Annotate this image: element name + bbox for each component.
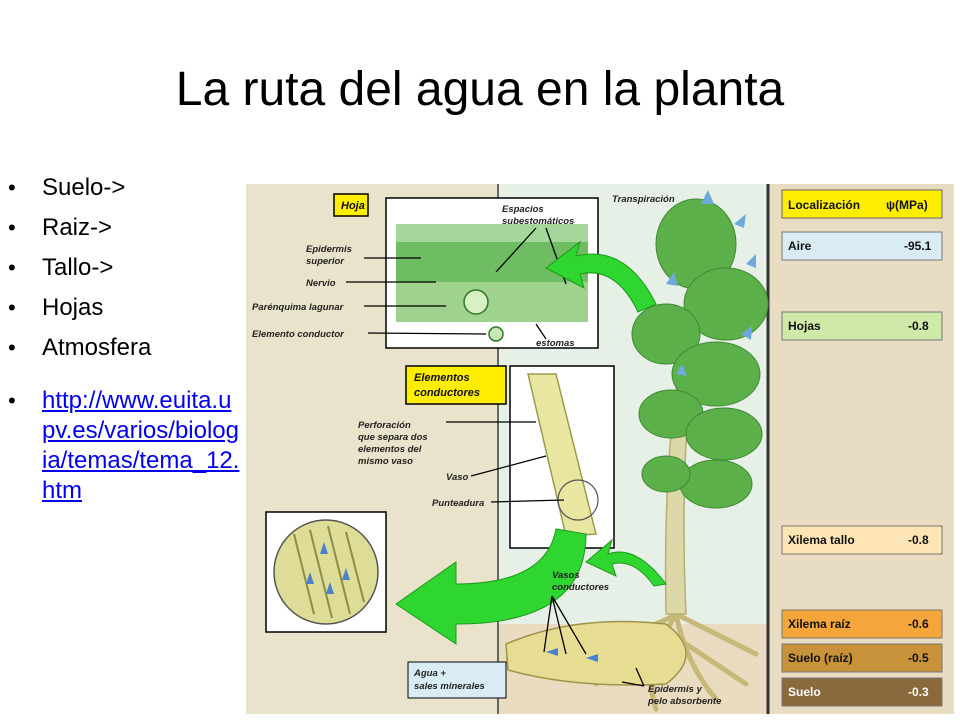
- elementos-label-2: conductores: [414, 387, 480, 399]
- source-link[interactable]: http://www.euita.upv.es/varios/biologia/…: [42, 387, 240, 504]
- conducting-element: [488, 326, 504, 342]
- epidermis-y-label: Epidermis y: [648, 684, 703, 695]
- table-header-location: Localización: [788, 198, 860, 212]
- row-xilema-tallo-location: Xilema tallo: [788, 533, 855, 547]
- row-suelo-raiz: [781, 643, 943, 673]
- nervio-label: Nervio: [306, 278, 336, 289]
- row-xilema-tallo: [781, 525, 943, 555]
- table-header: [781, 189, 943, 219]
- root-water-arrows: [546, 648, 598, 662]
- row-hojas-location: Hojas: [788, 319, 821, 333]
- figure-svg: Hoja Espacios subestomáticos Transpiraci…: [246, 184, 954, 714]
- upper-epidermis: [396, 224, 588, 242]
- parenquima-label: Parénquima lagunar: [252, 302, 345, 313]
- hoja-label: Hoja: [341, 200, 365, 212]
- vessel-drawing: [527, 373, 597, 537]
- vein: [463, 289, 489, 315]
- bullet-hojas: Hojas: [8, 288, 240, 328]
- elementos-label-1: Elementos: [414, 372, 470, 384]
- row-suelo: [781, 677, 943, 707]
- bullet-link: http://www.euita.upv.es/varios/biologia/…: [8, 386, 240, 506]
- epidermis-label-2: superior: [306, 256, 345, 267]
- xylem-strands: [293, 525, 365, 619]
- vaso-label: Vaso: [446, 472, 469, 483]
- perforacion-label-2: que separa dos: [358, 432, 428, 443]
- root-section: [505, 620, 687, 686]
- pelo-label: pelo absorbente: [647, 696, 722, 707]
- root-pointer-lines: [543, 595, 645, 687]
- agua-label-box: [407, 661, 507, 699]
- potential-table: Localización ψ(MPa) Aire -95.1 Hojas -0.…: [781, 189, 943, 707]
- bullet-raiz: Raiz->: [8, 208, 240, 248]
- bullet-tallo: Tallo->: [8, 248, 240, 288]
- row-aire: [781, 231, 943, 261]
- estomas-label: estomas: [536, 338, 575, 349]
- bullet-atmosfera: Atmosfera: [8, 328, 240, 368]
- bullet-suelo: Suelo->: [8, 168, 240, 208]
- row-hojas: [781, 311, 943, 341]
- row-suelo-raiz-value: -0.5: [908, 651, 929, 665]
- table-header-psi: ψ(MPa): [886, 198, 928, 212]
- row-aire-location: Aire: [788, 239, 812, 253]
- perforacion-label-3: elementos del: [358, 444, 422, 455]
- punteadura-label: Punteadura: [432, 498, 484, 509]
- xylem-water-arrows: [306, 542, 350, 594]
- row-suelo-raiz-location: Suelo (raíz): [788, 651, 853, 665]
- agua-label-1: Agua +: [413, 668, 446, 679]
- arrow-to-xylem-detail: [395, 528, 587, 645]
- water-path-figure: Hoja Espacios subestomáticos Transpiraci…: [246, 184, 954, 714]
- slide-title: La ruta del agua en la planta: [175, 63, 785, 116]
- vasos-label-1: Vasos: [552, 570, 580, 581]
- elemento-conductor-label: Elemento conductor: [252, 329, 345, 340]
- row-xilema-tallo-value: -0.8: [908, 533, 929, 547]
- elementos-label-box: [405, 365, 507, 405]
- espacios-label-2: subestomáticos: [502, 216, 574, 227]
- agua-label-2: sales minerales: [414, 681, 485, 692]
- vasos-label-2: conductores: [552, 582, 609, 593]
- epidermis-label-1: Epidermis: [306, 244, 352, 255]
- transpiracion-label: Transpiración: [612, 194, 675, 205]
- hoja-label-box: [333, 193, 369, 217]
- transpiration-arrows: [666, 190, 756, 376]
- arrow-to-vessel: [585, 538, 667, 587]
- row-suelo-value: -0.3: [908, 685, 929, 699]
- row-hojas-value: -0.8: [908, 319, 929, 333]
- xylem-circle: [273, 519, 379, 625]
- row-suelo-location: Suelo: [788, 685, 821, 699]
- row-aire-value: -95.1: [904, 239, 932, 253]
- row-xilema-raiz-location: Xilema raíz: [788, 617, 851, 631]
- spongy-layer: [396, 282, 588, 322]
- row-xilema-raiz-value: -0.6: [908, 617, 929, 631]
- plant-foliage: [631, 198, 769, 509]
- vessel-pointer-lines: [446, 421, 565, 503]
- perforacion-label-4: mismo vaso: [358, 456, 413, 467]
- espacios-label-1: Espacios: [502, 204, 544, 215]
- perforacion-label-1: Perforación: [358, 420, 411, 431]
- bullet-list: Suelo-> Raiz-> Tallo-> Hojas Atmosfera h…: [8, 168, 240, 506]
- leaf-pointer-lines: [346, 227, 567, 340]
- arrow-to-leaf: [545, 240, 657, 313]
- row-xilema-raiz: [781, 609, 943, 639]
